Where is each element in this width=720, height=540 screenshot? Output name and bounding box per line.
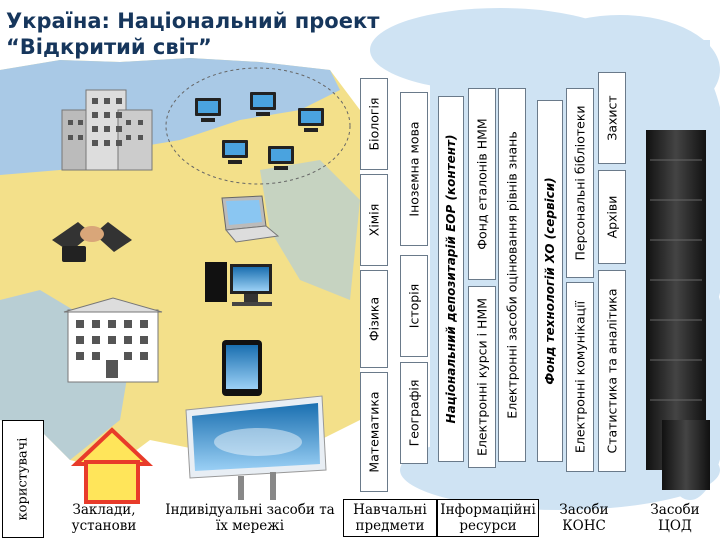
content-standards: Фонд еталонів НММ	[468, 88, 496, 280]
users-label: користувачі	[2, 420, 44, 538]
label-info-resources: Інформаційні ресурси	[437, 499, 539, 537]
subject-physics: Фізика	[360, 270, 388, 368]
services-protection: Захист	[598, 72, 626, 164]
tablet-icon	[222, 340, 262, 396]
handshake-icon	[52, 222, 132, 262]
subject-chemistry: Хімія	[360, 174, 388, 266]
building-icon	[63, 297, 163, 383]
label-tsod: Засоби ЦОД	[650, 502, 700, 534]
subject-history: Історія	[400, 255, 428, 357]
subject-biology: Біологія	[360, 78, 388, 170]
services-archives: Архіви	[598, 170, 626, 264]
services-statistics: Статистика та аналітика	[598, 270, 626, 472]
server-rack-icon	[646, 130, 710, 490]
label-individual-tools: Індивідуальні засоби та їх мережі	[165, 502, 335, 534]
subject-foreign-language: Іноземна мова	[400, 92, 428, 246]
label-subjects: Навчальні предмети	[343, 499, 437, 537]
content-courses: Електронні курси і НММ	[468, 286, 496, 468]
subject-mathematics: Математика	[360, 372, 388, 492]
title-line-2: “Відкритий світ”	[6, 35, 212, 59]
buildings-icon	[61, 89, 153, 171]
computer-network-icon	[165, 67, 351, 185]
services-fund-header: Фонд технологій ХО (сервіси)	[537, 100, 563, 462]
laptop-icon	[221, 195, 280, 243]
label-kons: Засоби КОНС	[559, 502, 609, 534]
services-communications: Електронні комунікації	[566, 282, 594, 472]
label-institutions: Заклади, установи	[71, 502, 137, 534]
billboard-icon	[185, 395, 327, 500]
content-depository-header: Національний депозитарій ЕОР (контент)	[438, 96, 464, 462]
subject-geography: Географія	[400, 362, 428, 464]
title-line-1: Україна: Національний проект	[6, 9, 380, 33]
content-assessment: Електронні засоби оцінювання рівнів знан…	[498, 88, 526, 462]
house-icon	[70, 427, 154, 504]
services-libraries: Персональні бібліотеки	[566, 88, 594, 278]
desktop-computer-icon	[205, 262, 272, 306]
page-title: Україна: Національний проект “Відкритий …	[6, 8, 379, 60]
